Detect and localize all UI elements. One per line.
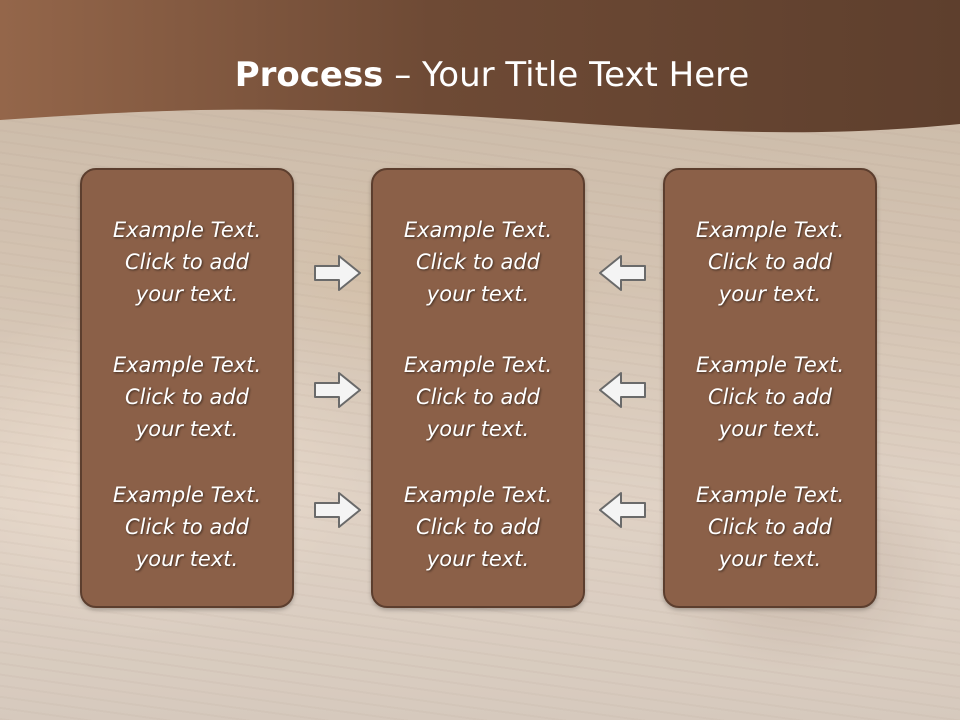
- text-placeholder[interactable]: Example Text. Click to add your text.: [373, 479, 583, 575]
- text-line: Click to add: [124, 515, 249, 539]
- text-line: your text.: [426, 547, 530, 571]
- text-placeholder[interactable]: Example Text. Click to add your text.: [665, 479, 875, 575]
- text-placeholder[interactable]: Example Text. Click to add your text.: [665, 349, 875, 445]
- process-column-1: Example Text. Click to add your text. Exam…: [80, 168, 294, 608]
- text-line: Click to add: [707, 385, 832, 409]
- text-line: Example Text.: [112, 218, 262, 242]
- text-line: Click to add: [415, 385, 540, 409]
- title-banner: [0, 0, 960, 133]
- left-arrow-icon: [599, 492, 646, 528]
- text-placeholder[interactable]: Example Text. Click to add your text.: [82, 479, 292, 575]
- text-placeholder[interactable]: Example Text. Click to add your text.: [82, 349, 292, 445]
- text-line: Example Text.: [403, 218, 553, 242]
- text-line: Example Text.: [112, 483, 262, 507]
- text-line: Click to add: [707, 250, 832, 274]
- page-title[interactable]: Process – Your Title Text Here: [0, 54, 960, 96]
- text-line: your text.: [718, 547, 822, 571]
- text-line: Example Text.: [403, 353, 553, 377]
- text-placeholder[interactable]: Example Text. Click to add your text.: [373, 214, 583, 310]
- text-line: Click to add: [415, 515, 540, 539]
- process-column-3: Example Text. Click to add your text. Exam…: [663, 168, 877, 608]
- text-line: Example Text.: [695, 218, 845, 242]
- left-arrow-icon: [599, 255, 646, 291]
- text-line: your text.: [718, 417, 822, 441]
- text-line: your text.: [135, 417, 239, 441]
- text-line: Example Text.: [112, 353, 262, 377]
- text-placeholder[interactable]: Example Text. Click to add your text.: [82, 214, 292, 310]
- title-bold: Process: [234, 55, 384, 95]
- text-line: Click to add: [707, 515, 832, 539]
- process-column-2: Example Text. Click to add your text. Exam…: [371, 168, 585, 608]
- right-arrow-icon: [314, 255, 361, 291]
- text-line: Example Text.: [403, 483, 553, 507]
- right-arrow-icon: [314, 372, 361, 408]
- text-line: your text.: [135, 282, 239, 306]
- text-line: your text.: [135, 547, 239, 571]
- title-rest: – Your Title Text Here: [383, 55, 750, 95]
- text-placeholder[interactable]: Example Text. Click to add your text.: [373, 349, 583, 445]
- right-arrow-icon: [314, 492, 361, 528]
- text-line: Example Text.: [695, 353, 845, 377]
- text-line: Click to add: [415, 250, 540, 274]
- text-placeholder[interactable]: Example Text. Click to add your text.: [665, 214, 875, 310]
- text-line: your text.: [718, 282, 822, 306]
- text-line: Example Text.: [695, 483, 845, 507]
- text-line: Click to add: [124, 250, 249, 274]
- text-line: your text.: [426, 282, 530, 306]
- text-line: Click to add: [124, 385, 249, 409]
- left-arrow-icon: [599, 372, 646, 408]
- text-line: your text.: [426, 417, 530, 441]
